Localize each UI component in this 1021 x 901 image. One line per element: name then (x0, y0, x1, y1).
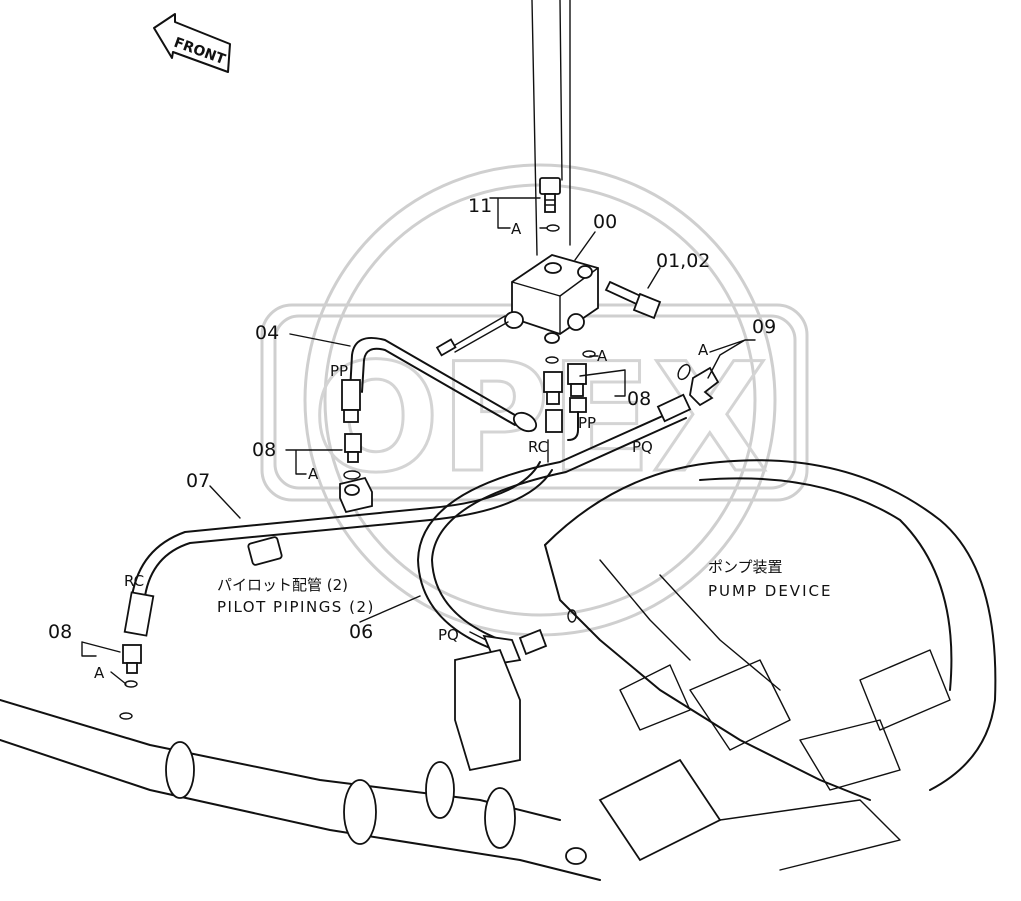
pump-device (544, 459, 997, 801)
elbow-fitting-09 (677, 363, 720, 407)
label-part-08-right: 08 (627, 388, 651, 410)
o-rings-center (545, 350, 596, 364)
leader-lines (81, 197, 756, 685)
label-port-pp-center: PP (578, 414, 596, 432)
label-port-pp-left: PP (330, 362, 348, 380)
label-part-04: 04 (255, 322, 279, 344)
main-pipe (0, 648, 901, 881)
label-part-07: 07 (186, 470, 210, 492)
fitting-08-left-upper (343, 433, 362, 480)
label-part-06: 06 (349, 621, 373, 643)
callout-pump-jp: ポンプ装置 (708, 558, 783, 576)
callout-pump-en: PUMP DEVICE (708, 582, 832, 600)
label-ring-a-center: A (597, 347, 608, 365)
label-part-11: 11 (468, 195, 492, 217)
pump-port-block (339, 476, 373, 514)
label-ring-a-right: A (698, 341, 709, 359)
fittings-08-center (543, 363, 587, 441)
front-arrow-icon: FRONT (153, 13, 231, 73)
label-port-pq-center: PQ (632, 438, 653, 456)
label-part-01-02: 01,02 (656, 250, 710, 272)
callout-pilot-jp: パイロット配管 (2) (217, 576, 348, 594)
callout-pilot-en: PILOT PIPINGS (2) (217, 598, 375, 616)
label-ring-a-left-upper: A (308, 465, 319, 483)
bolt-01-02 (604, 280, 662, 320)
label-ring-a-top: A (511, 220, 522, 238)
label-port-rc-left: RC (124, 572, 144, 590)
pipe-04 (341, 336, 538, 433)
label-part-08-left-lower: 08 (48, 621, 72, 643)
label-part-09: 09 (752, 316, 776, 338)
label-port-rc-center: RC (528, 438, 548, 456)
bolt-11 (539, 177, 561, 232)
label-port-pq-bottom: PQ (438, 626, 459, 644)
label-part-00: 00 (593, 211, 617, 233)
pipe-07 (123, 461, 553, 637)
label-ring-a-left-lower: A (94, 664, 105, 682)
valve-block-00 (435, 254, 599, 357)
frame-beam (531, 0, 571, 256)
label-part-08-left-upper: 08 (252, 439, 276, 461)
